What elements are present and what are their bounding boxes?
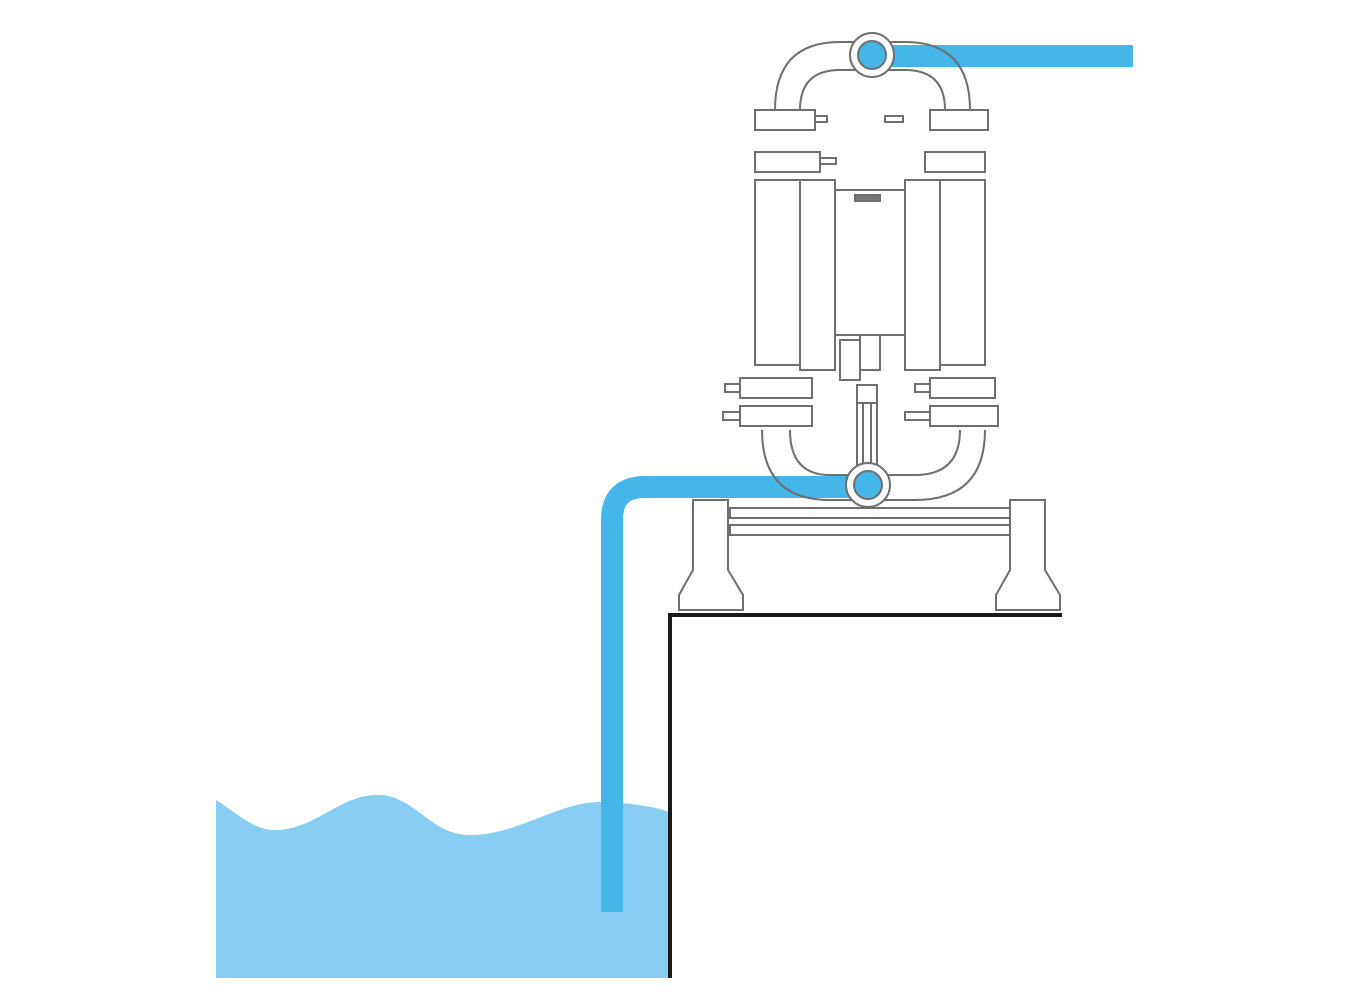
water-reservoir bbox=[216, 795, 668, 978]
pump-stand bbox=[678, 499, 1061, 611]
diaphragm-chambers bbox=[754, 179, 986, 484]
ground-ledge bbox=[668, 613, 1062, 978]
suction-pipe bbox=[601, 476, 850, 912]
diaphragm-pump bbox=[678, 32, 1061, 611]
valve-clamps bbox=[722, 109, 999, 427]
